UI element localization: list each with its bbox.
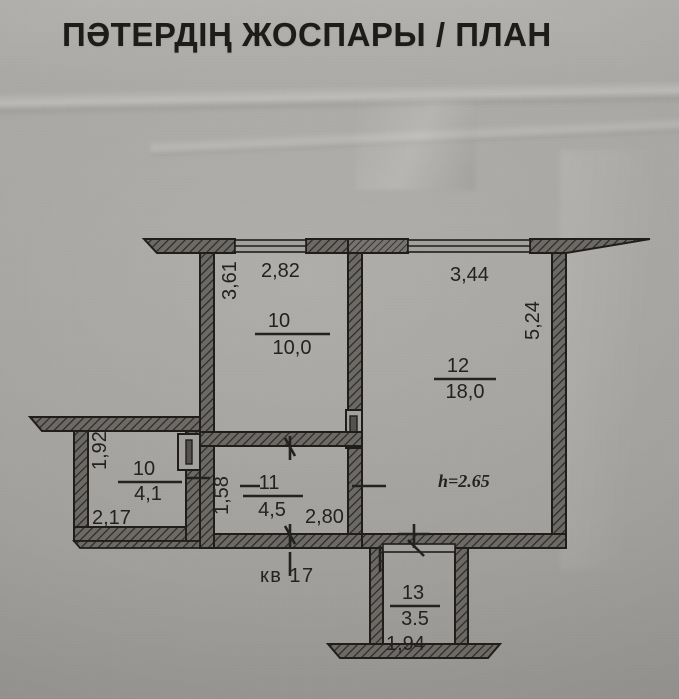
room-10-height-label: 3,61 bbox=[219, 261, 241, 300]
room-10-width-label: 2,82 bbox=[261, 260, 300, 282]
wall-center-vertical bbox=[347, 252, 363, 411]
room-12-width-label: 3,44 bbox=[450, 264, 489, 286]
room-13-width-label: 1,94 bbox=[386, 633, 425, 655]
wall-top-left-flange bbox=[141, 238, 236, 254]
ceiling-height-note: h=2.65 bbox=[438, 471, 490, 491]
wall-small-room-left bbox=[73, 430, 89, 542]
wall-balcony-right bbox=[454, 547, 469, 645]
wall-under-room-10 bbox=[199, 431, 363, 447]
apartment-label: кв 17 bbox=[260, 565, 315, 587]
room-10-number: 10 bbox=[268, 310, 290, 332]
dimension-ticks bbox=[185, 436, 430, 576]
door-leaf-small-room bbox=[185, 439, 193, 465]
wall-corridor-left bbox=[199, 445, 215, 549]
room-13-area: 3.5 bbox=[401, 608, 429, 630]
wall-left-wing-bottom bbox=[72, 540, 201, 549]
wall-top-pier bbox=[305, 238, 349, 254]
room-11-width-label: 2,80 bbox=[305, 506, 344, 528]
room-10-left-width-label: 2,17 bbox=[92, 507, 131, 529]
room-10-left-height-label: 1,92 bbox=[89, 431, 111, 470]
wall-corridor-bottom bbox=[199, 533, 363, 549]
wall-top-pier-2 bbox=[347, 238, 409, 254]
room-11-area: 4,5 bbox=[258, 499, 286, 521]
plan-labels: 2,82 3,61 10 10,0 3,44 5,24 12 18,0 h=2.… bbox=[89, 260, 544, 655]
room-12-area: 18,0 bbox=[446, 381, 485, 403]
wall-balcony-bottom bbox=[325, 643, 503, 659]
wall-room-10-left bbox=[199, 252, 215, 441]
room-10-left-area: 4,1 bbox=[134, 483, 162, 505]
wall-room-12-right bbox=[551, 252, 567, 546]
page-title: ПӘТЕРДІҢ ЖОСПАРЫ / ПЛАН bbox=[62, 16, 552, 53]
room-10-area: 10,0 bbox=[273, 337, 312, 359]
wall-left-wing-top bbox=[27, 416, 201, 432]
room-12-height-label: 5,24 bbox=[522, 301, 544, 340]
room-11-height-label: 1,58 bbox=[211, 476, 233, 515]
wall-top-right-flange bbox=[529, 238, 651, 254]
room-10-left-number: 10 bbox=[133, 458, 155, 480]
wall-group bbox=[27, 238, 651, 659]
room-11-number: 11 bbox=[259, 472, 280, 494]
room-13-number: 13 bbox=[402, 582, 424, 604]
wall-small-room-bottom bbox=[73, 526, 201, 542]
room-12-number: 12 bbox=[447, 355, 469, 377]
